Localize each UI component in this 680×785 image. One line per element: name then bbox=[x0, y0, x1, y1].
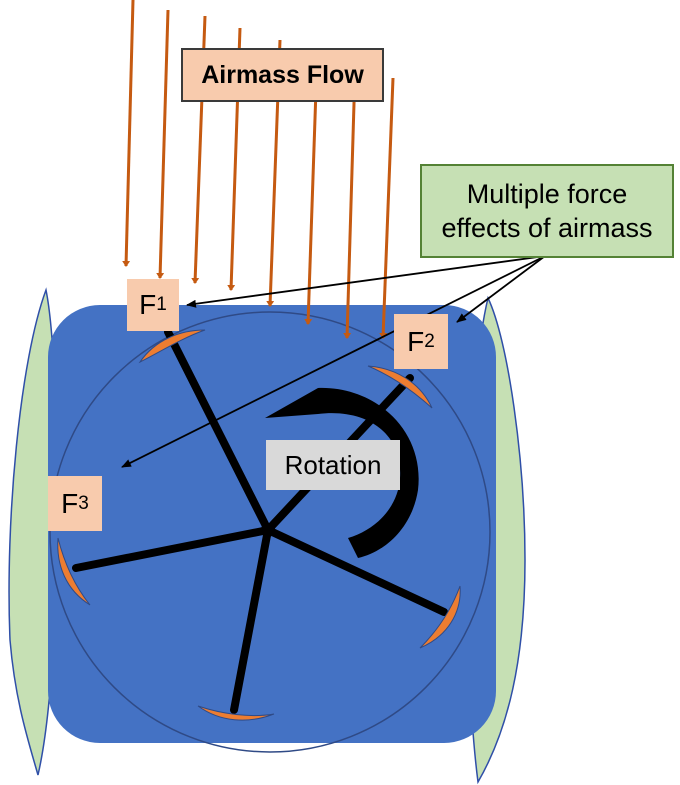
force-f3-letter: F bbox=[61, 487, 79, 519]
force-f2-subscript: 2 bbox=[424, 330, 435, 352]
force-f2-letter: F bbox=[407, 325, 425, 357]
multiple-force-line-1: Multiple force bbox=[466, 179, 628, 209]
airmass-flow-label: Airmass Flow bbox=[181, 48, 384, 102]
multiple-force-label: Multiple force effects of airmass bbox=[420, 164, 674, 258]
force-f1-subscript: 1 bbox=[156, 294, 167, 315]
rotor-circle bbox=[49, 311, 491, 753]
airmass-flow-text: Airmass Flow bbox=[201, 60, 364, 89]
rotation-label: Rotation bbox=[266, 440, 400, 490]
multiple-force-line-2: effects of airmass bbox=[441, 213, 653, 243]
rotor-blades bbox=[57, 329, 461, 721]
rotation-text: Rotation bbox=[284, 449, 382, 480]
rotor-hub bbox=[261, 523, 275, 537]
force-f3-subscript: 3 bbox=[78, 492, 89, 514]
force-pointer-arrows bbox=[121, 255, 546, 468]
force-f1-letter: F bbox=[139, 289, 157, 320]
